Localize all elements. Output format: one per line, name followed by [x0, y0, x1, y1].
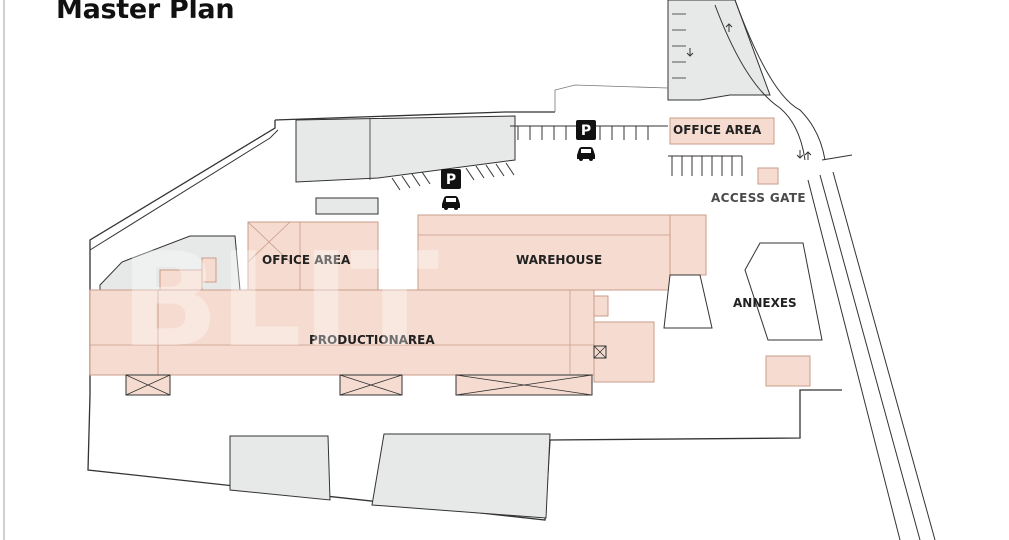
east-perimeter-road: [807, 154, 936, 540]
label-annexes: ANNEXES: [733, 296, 797, 310]
car-icon: [577, 147, 595, 161]
building-small-west-2: [201, 257, 217, 283]
label-office-area-north: OFFICE AREA: [673, 123, 762, 137]
canopy: [315, 197, 379, 215]
annex-wedge: [663, 274, 713, 329]
paved-area-south: [371, 433, 551, 519]
access-road-inner: [714, 4, 806, 161]
building-production: [89, 289, 595, 376]
parking-marker-center: P: [441, 169, 461, 210]
inner-boundary: [89, 129, 279, 251]
paved-area-north: [295, 115, 516, 183]
label-office-area-main: OFFICE AREA: [262, 253, 351, 267]
label-production-area: PRODUCTIONAREA: [309, 333, 435, 347]
building-office-north: [669, 117, 775, 145]
parking-stripes-east: [668, 155, 743, 176]
page-title: Master Plan: [56, 0, 235, 25]
label-access-gate: ACCESS GATE: [711, 191, 806, 205]
arrow-icon: [686, 23, 812, 160]
site-boundary-north: [274, 111, 555, 121]
parking-stripes-center: [391, 162, 515, 191]
car-icon: [442, 196, 460, 210]
paved-area-south-west: [229, 435, 331, 501]
parking-marker-north: P: [576, 120, 596, 161]
parking-symbol-north: P: [581, 123, 591, 139]
parking-stripes-road: [672, 13, 686, 79]
road-north: [667, 0, 771, 101]
building-small-east: [765, 355, 811, 387]
access-road-edge: [734, 0, 826, 161]
label-warehouse: WAREHOUSE: [516, 253, 602, 267]
watermark: BLIT: [120, 224, 439, 376]
gatehouse: [757, 167, 779, 185]
building-warehouse: [417, 214, 707, 291]
annexes-plot: [744, 242, 823, 341]
north-path: [554, 84, 669, 112]
building-office-main: [247, 221, 379, 291]
parking-symbol-center: P: [446, 172, 456, 188]
